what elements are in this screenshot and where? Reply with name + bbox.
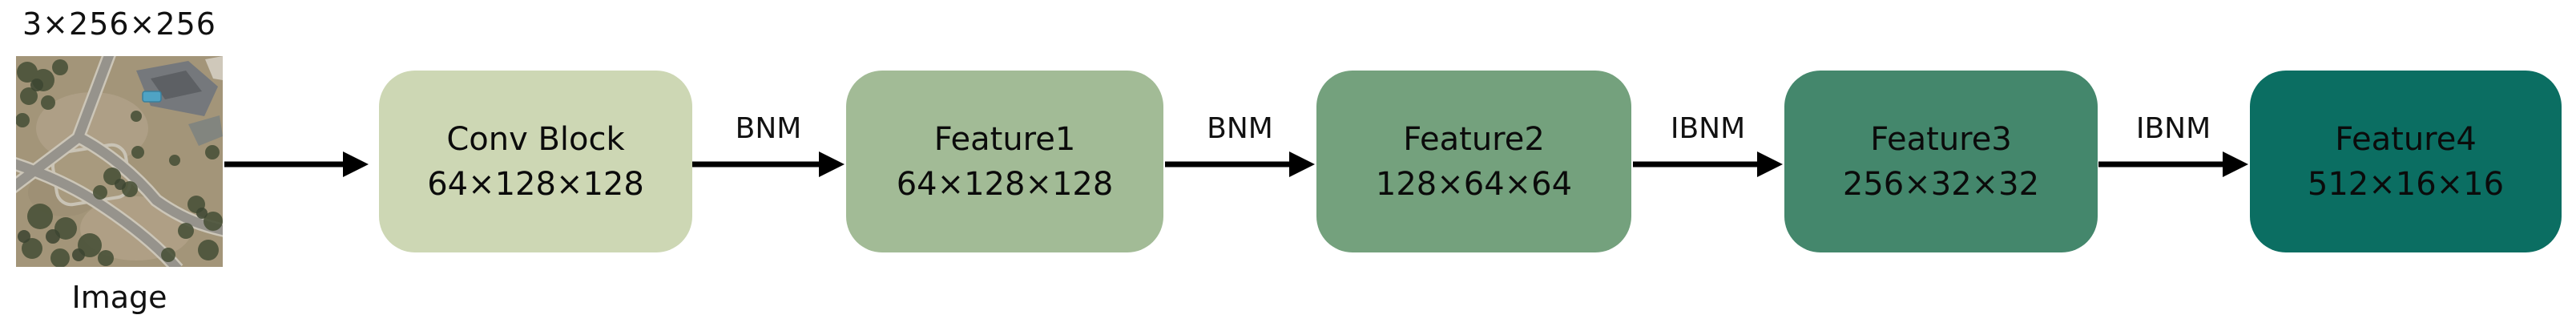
feature3-block: Feature3 256×32×32 <box>1784 71 2098 252</box>
arrow-line-icon <box>692 151 845 177</box>
aerial-image-graphic <box>16 56 223 267</box>
arrow-feature2-to-feature3 <box>1633 151 1783 178</box>
block-title: Feature1 <box>933 120 1076 158</box>
arrow-line-icon <box>1633 151 1783 177</box>
feature2-block: Feature2 128×64×64 <box>1316 71 1631 252</box>
arrow-conv-to-feature1 <box>692 151 845 178</box>
arrow-label-bnm-1: BNM <box>735 112 802 145</box>
input-image-caption: Image <box>71 280 167 315</box>
conv-block: Conv Block 64×128×128 <box>379 71 692 252</box>
arrow-label-ibnm-1: IBNM <box>1670 112 1746 145</box>
block-title: Feature4 <box>2335 120 2477 158</box>
arrow-line-icon <box>1165 151 1315 177</box>
aerial-image <box>16 56 223 267</box>
arrow-feature3-to-feature4 <box>2098 151 2248 178</box>
feature4-block: Feature4 512×16×16 <box>2250 71 2562 252</box>
arrow-label-bnm-2: BNM <box>1207 112 1273 145</box>
block-dims: 64×128×128 <box>896 165 1114 203</box>
block-title: Conv Block <box>446 120 625 158</box>
block-title: Feature3 <box>1870 120 2012 158</box>
block-title: Feature2 <box>1403 120 1545 158</box>
arrow-feature1-to-feature2 <box>1165 151 1315 178</box>
block-dims: 256×32×32 <box>1842 165 2040 203</box>
block-dims: 512×16×16 <box>2307 165 2505 203</box>
arrow-line-icon <box>2098 151 2248 177</box>
arrow-line-icon <box>224 151 369 177</box>
block-dims: 64×128×128 <box>427 165 644 203</box>
arrow-label-ibnm-2: IBNM <box>2135 112 2211 145</box>
arrow-image-to-conv <box>224 151 369 178</box>
feature1-block: Feature1 64×128×128 <box>846 71 1163 252</box>
block-dims: 128×64×64 <box>1375 165 1573 203</box>
input-dims-label: 3×256×256 <box>22 6 216 42</box>
